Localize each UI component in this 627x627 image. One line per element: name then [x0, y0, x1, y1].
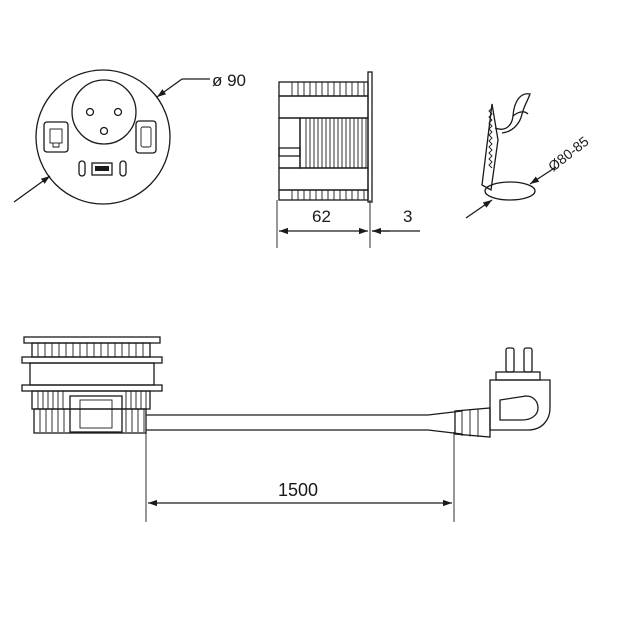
cooling-fins: [37, 343, 147, 432]
cutout-hole: [484, 181, 536, 201]
socket-outlet: [71, 79, 137, 145]
flange-thickness-label: 3: [403, 207, 412, 226]
outer-diameter-label: ø 90: [212, 71, 246, 90]
usb-a-port-icon: [91, 162, 113, 176]
body-depth-label: 62: [312, 207, 331, 226]
front-view: ø 90: [13, 69, 246, 205]
cable-length-label: 1500: [278, 480, 318, 500]
usb-c-port-icon: [78, 160, 86, 177]
usb-c-port-icon: [119, 160, 127, 177]
schuko-plug-icon: [489, 347, 551, 431]
cutout-diameter-label: Ø80-85: [545, 133, 592, 174]
flange-outline: [35, 69, 171, 205]
cooling-fins: [291, 82, 367, 200]
hole-saw-icon: [481, 103, 499, 192]
side-view: 62 3: [276, 71, 420, 248]
cutout-view: Ø80-85: [465, 93, 592, 219]
rj45-port-icon: [43, 121, 69, 153]
hdmi-port-icon: [135, 120, 157, 154]
assembly-view: 1500: [21, 336, 551, 522]
